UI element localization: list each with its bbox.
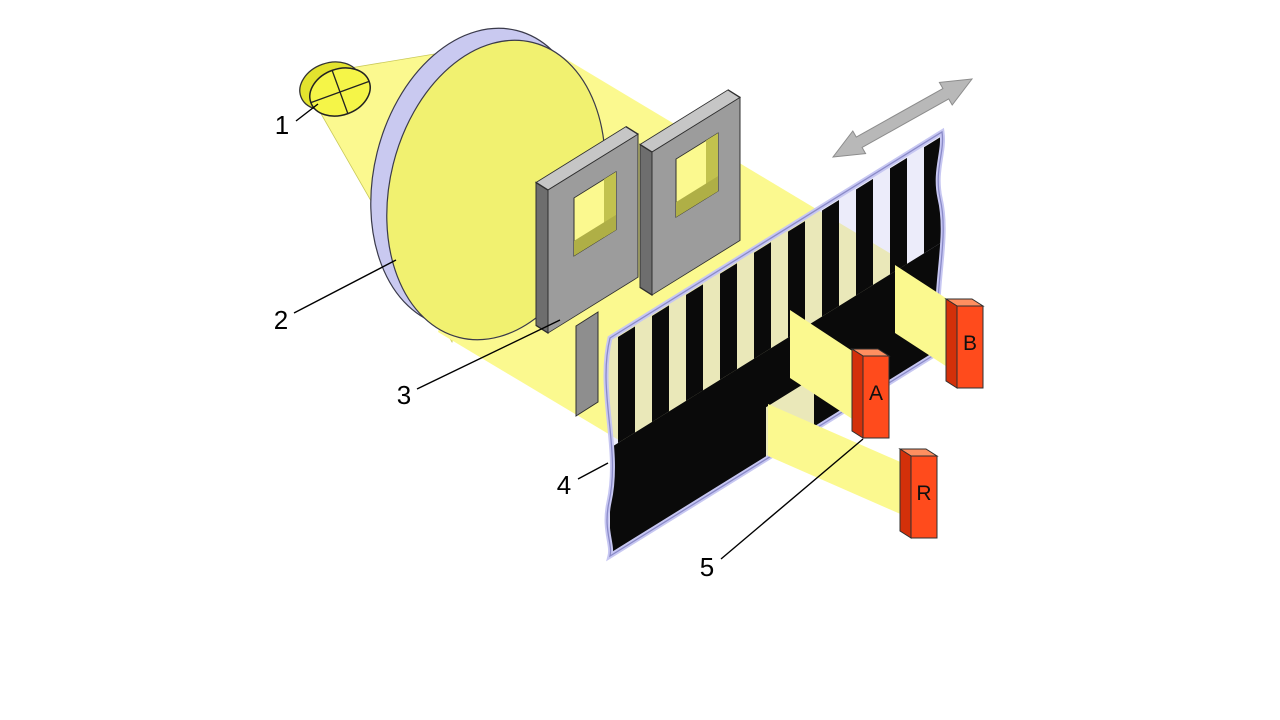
detector-a-front — [862, 355, 890, 439]
callout-line-1 — [295, 103, 319, 122]
photodetector-r: R — [898, 448, 939, 539]
beams-downstream — [768, 265, 958, 520]
reticle-window-right-inner-bottom — [676, 176, 718, 218]
detector-r-front — [910, 455, 938, 539]
grating-stripe — [822, 200, 839, 317]
callout-labels: 1 2 3 4 5 — [274, 110, 714, 582]
reticle-plate-left — [534, 125, 640, 335]
grating-stripe — [720, 263, 737, 380]
beam-to-r — [768, 404, 914, 520]
reticle-mount-strip — [575, 311, 599, 417]
callout-lines — [293, 103, 864, 560]
detector-a-label: A — [869, 382, 883, 405]
callout-label-lens: 2 — [274, 305, 288, 335]
grating-stripe — [686, 284, 703, 401]
callout-label-detectors: 5 — [700, 552, 714, 582]
detector-b-front — [956, 305, 984, 389]
detector-r-side — [899, 448, 912, 539]
grating-stripe — [856, 178, 873, 296]
detector-b-side — [945, 298, 958, 389]
callout-label-reticle: 3 — [397, 380, 411, 410]
grating-stripe — [652, 305, 669, 422]
beam-to-b — [895, 265, 958, 374]
scale-grating — [603, 127, 946, 562]
grating-stripe — [754, 242, 771, 359]
photodetector-b: B — [944, 298, 985, 389]
grating-stripe — [788, 221, 805, 338]
detector-a-side — [851, 348, 864, 439]
detector-b-label: B — [963, 332, 977, 355]
callout-line-4 — [577, 462, 609, 480]
motion-arrow-icon — [831, 78, 974, 158]
grating-stripe — [924, 136, 941, 254]
grating-stripe — [618, 326, 635, 444]
callout-label-light-source: 1 — [275, 110, 289, 140]
callout-label-scale: 4 — [557, 470, 571, 500]
callout-line-2 — [293, 259, 397, 314]
reticle-plate-left-side — [535, 181, 549, 335]
scale-pattern — [610, 136, 942, 556]
lamp-cross-vertical — [331, 70, 349, 114]
reticle-plate-right — [638, 89, 742, 297]
scale-black-band — [610, 242, 942, 556]
callout-line-5 — [720, 438, 864, 560]
reticle-window-left-inner-bottom — [574, 214, 616, 256]
callout-line-3 — [416, 319, 561, 390]
grating-stripe — [890, 157, 907, 275]
beam-to-a — [790, 310, 866, 428]
light-source-icon — [299, 61, 371, 117]
reticle-plate-right-side — [639, 143, 653, 297]
photodetector-a: A — [850, 348, 891, 439]
scanning-reticle — [534, 89, 742, 417]
detector-r-label: R — [916, 482, 931, 505]
